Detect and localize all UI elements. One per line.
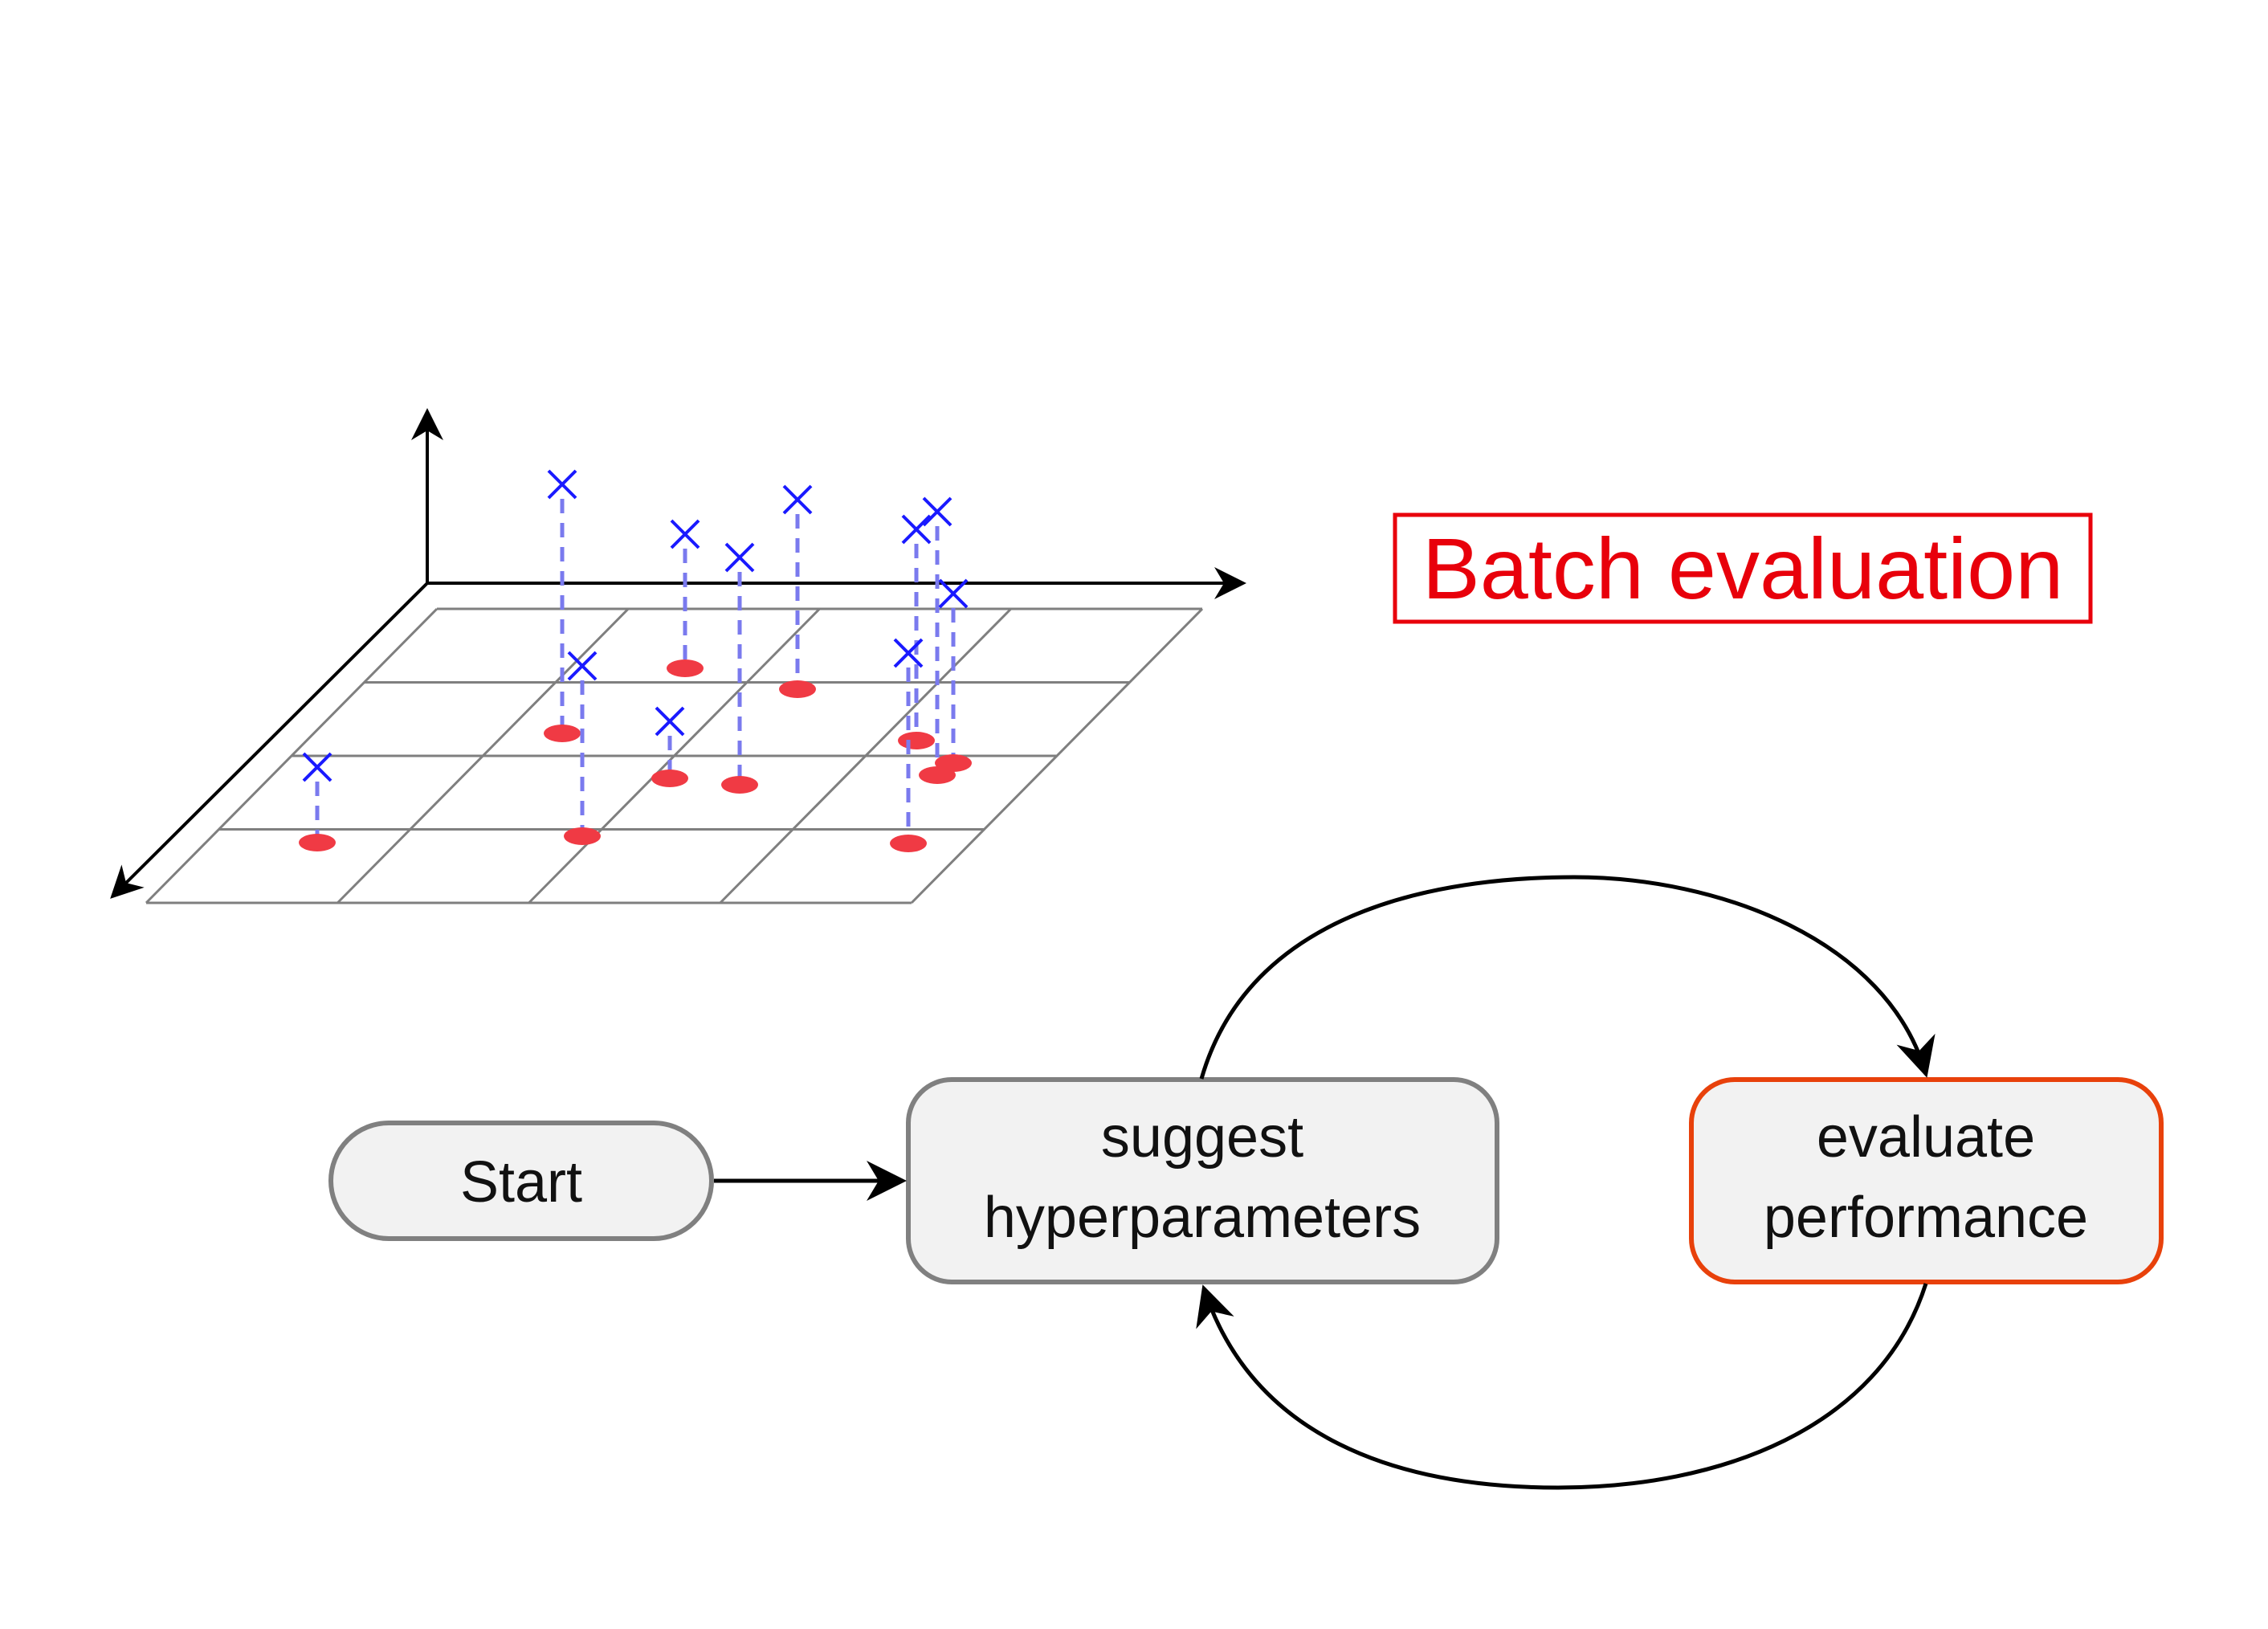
start-node: Start xyxy=(328,1121,714,1241)
grid-column-line xyxy=(337,607,630,904)
projection-dot xyxy=(721,776,758,794)
suggest-label-line2: hyperparameters xyxy=(984,1186,1421,1250)
projection-dot xyxy=(651,770,688,787)
sample-cross-marker xyxy=(302,752,332,782)
title: Batch evaluation xyxy=(1422,520,2064,617)
projection-dot xyxy=(935,754,972,772)
search-space-plane xyxy=(145,607,1204,904)
sample-cross-marker xyxy=(893,638,924,668)
grid-column-line xyxy=(145,607,439,904)
sample-cross-marker xyxy=(782,484,813,515)
sample-cross-marker xyxy=(670,519,700,549)
evaluate-to-suggest-arrow xyxy=(1196,1283,1928,1490)
suggest-node: suggest hyperparameters xyxy=(906,1077,1499,1284)
evaluate-label-line1: evaluate xyxy=(1817,1105,2035,1170)
projection-dot xyxy=(564,827,601,845)
grid-column-line xyxy=(910,607,1204,904)
sample-cross-marker xyxy=(724,542,755,573)
sample-cross-marker xyxy=(901,514,932,545)
suggest-label-line1: suggest xyxy=(1101,1105,1303,1170)
evaluate-label-line2: performance xyxy=(1764,1186,2088,1250)
sample-cross-marker xyxy=(655,706,685,737)
projection-dot xyxy=(779,680,816,698)
projection-dot xyxy=(667,659,704,677)
start-label: Start xyxy=(460,1150,582,1215)
title-box: Batch evaluation xyxy=(1393,512,2093,624)
projection-dot xyxy=(544,725,581,742)
sample-cross-marker xyxy=(938,578,969,609)
sample-cross-marker xyxy=(922,496,952,527)
flow-edges xyxy=(714,875,1936,1490)
projection-dot xyxy=(299,834,336,851)
sample-points xyxy=(299,469,972,852)
grid-column-line xyxy=(719,607,1012,904)
projection-dot xyxy=(890,835,927,852)
projection-dot xyxy=(898,732,935,749)
sample-cross-marker xyxy=(547,469,577,500)
axes xyxy=(110,408,1246,899)
grid-column-line xyxy=(528,607,821,904)
evaluate-node: evaluate performance xyxy=(1689,1077,2164,1284)
depth-axis xyxy=(110,582,429,899)
suggest-to-evaluate-arrow xyxy=(1199,875,1936,1080)
sample-cross-marker xyxy=(567,651,598,681)
